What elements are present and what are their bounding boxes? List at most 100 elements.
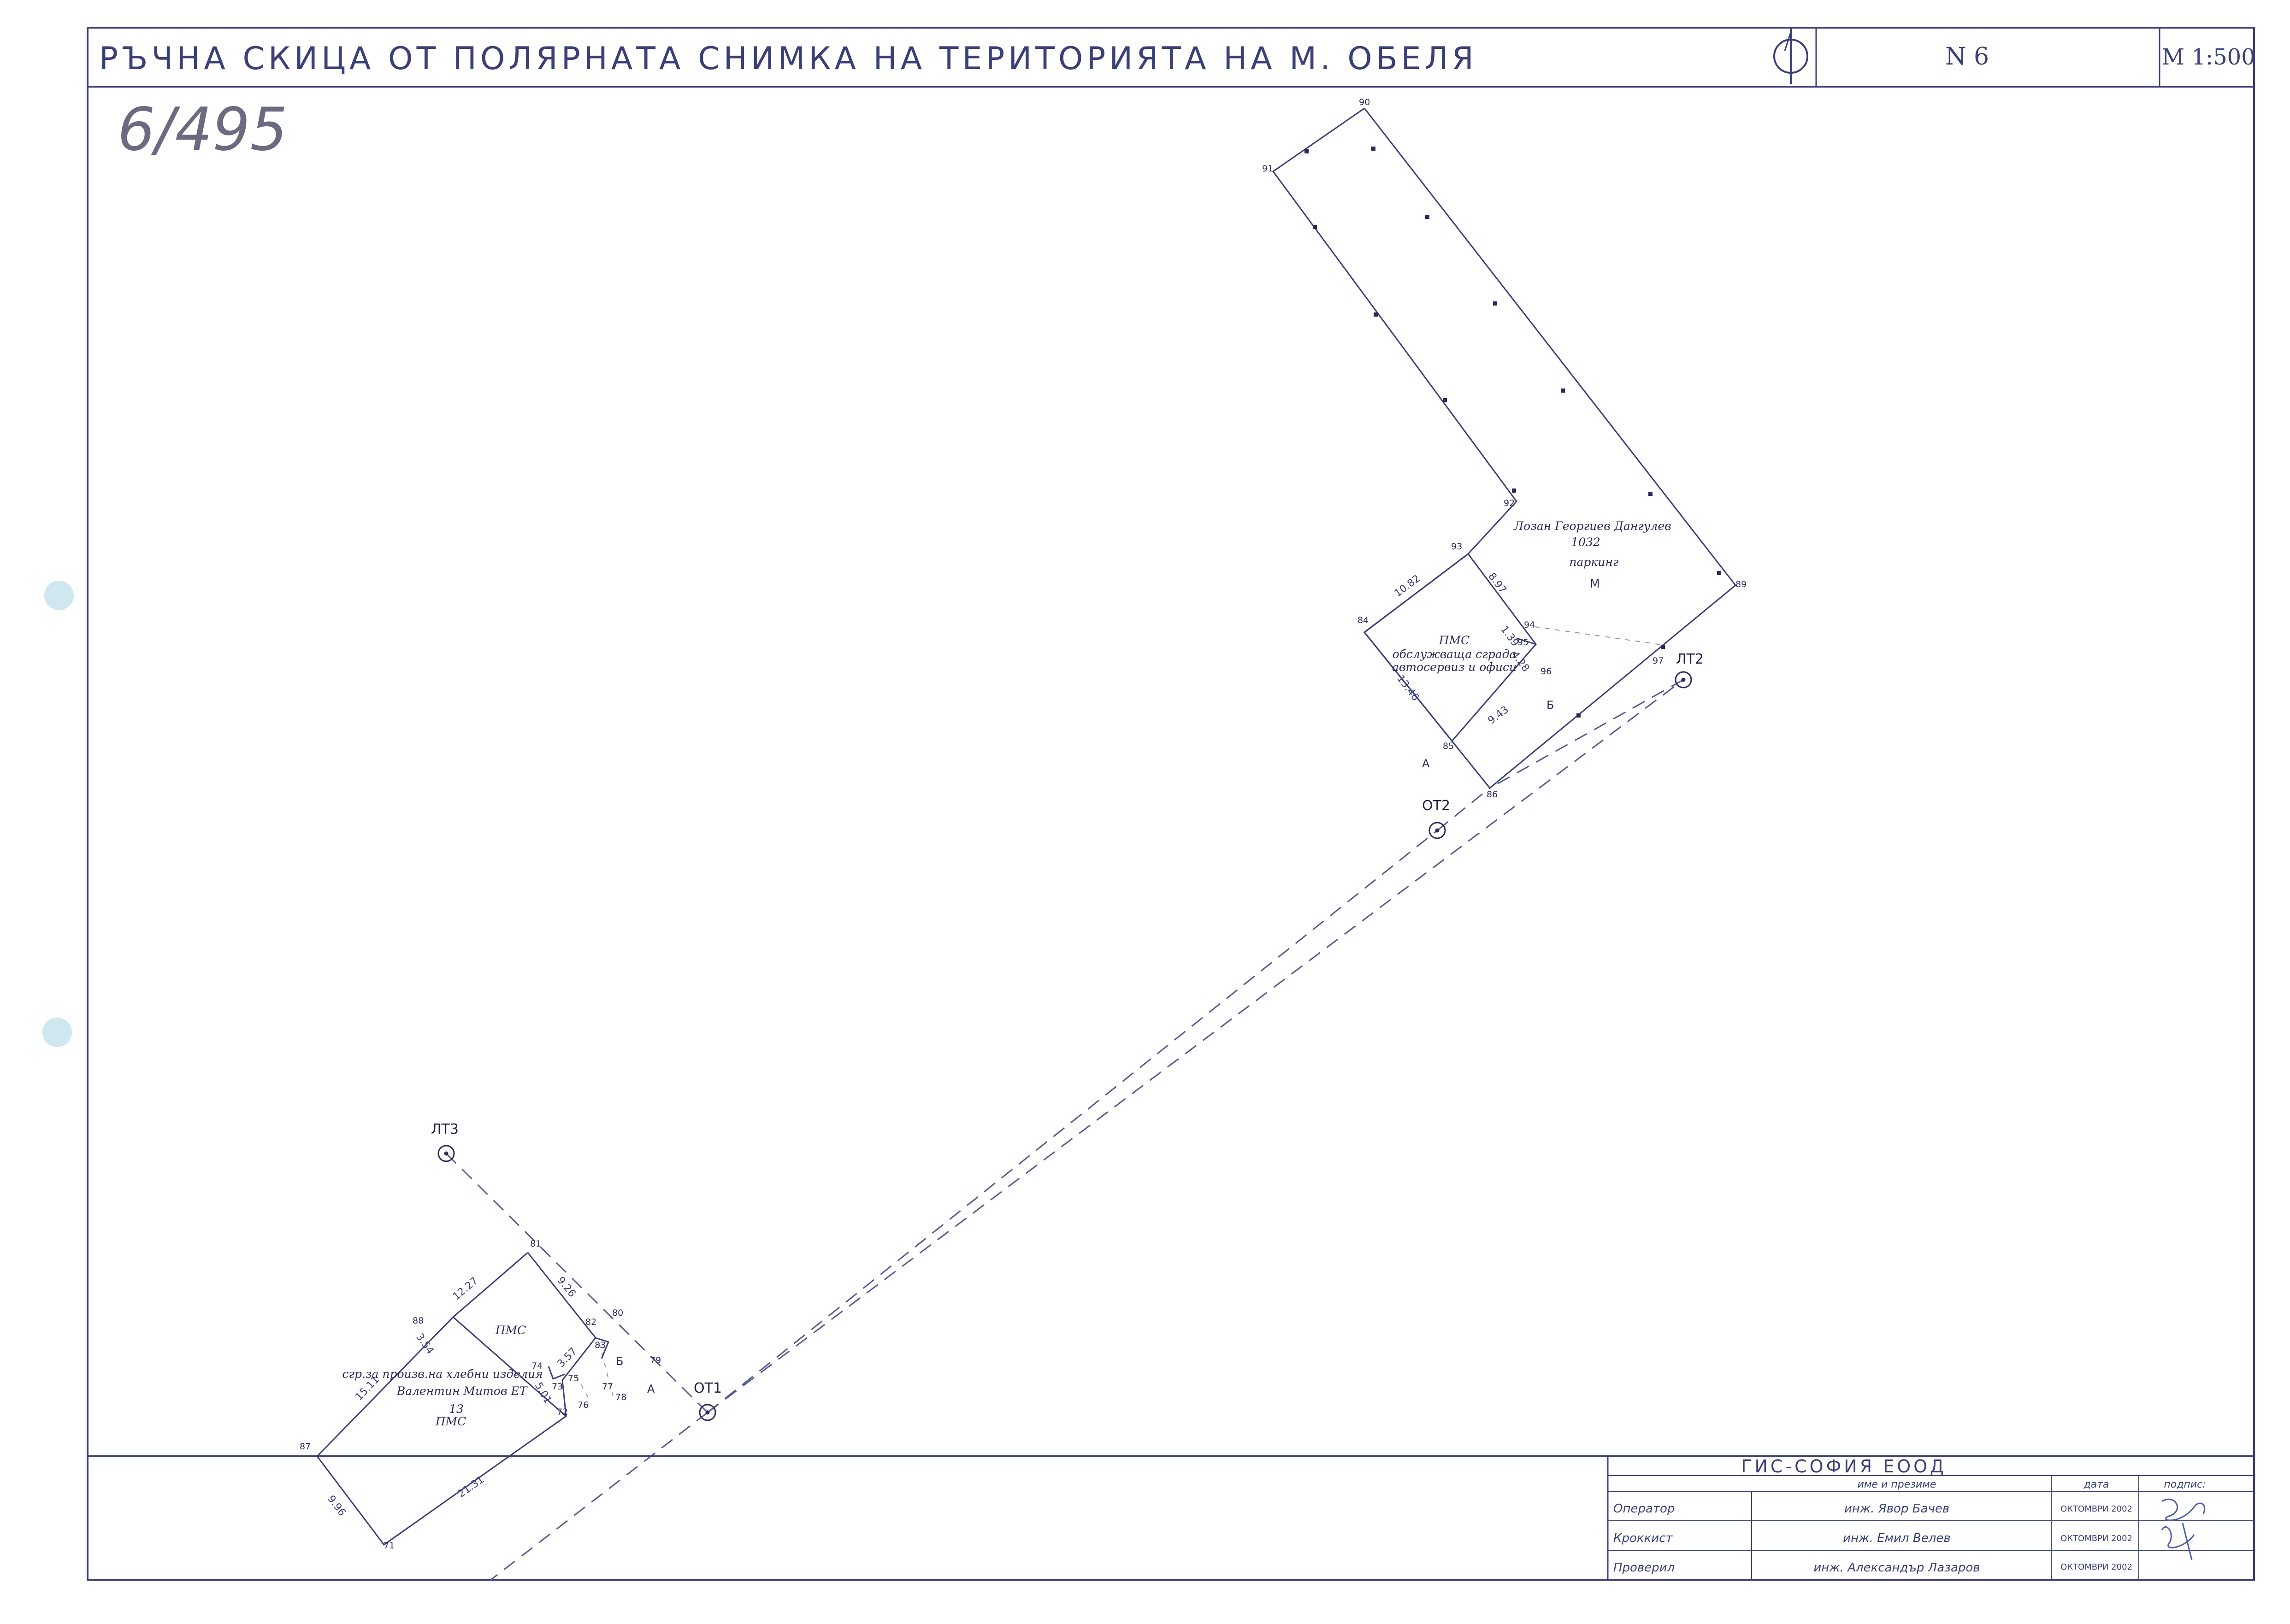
col-sign-header: подпис:: [2164, 1479, 2206, 1490]
sheet-scale: М 1:500: [2162, 44, 2255, 70]
point-76: 76: [578, 1400, 589, 1410]
point-93: 93: [1451, 541, 1462, 552]
north-letter-m: М: [1590, 577, 1600, 590]
col-name-header: име и презиме: [1858, 1479, 1936, 1490]
point-83: 83: [595, 1340, 606, 1350]
point-77: 77: [602, 1382, 613, 1392]
station-lt3-label: ЛТ3: [431, 1121, 459, 1137]
south-type-top: ПМС: [495, 1324, 526, 1337]
dim-88-inner: 3.54: [413, 1331, 436, 1356]
title-block: ГИС-СОФИЯ ЕООД име и презиме дата подпис…: [1607, 1455, 2255, 1581]
handwritten-reference: 6/495: [118, 95, 288, 164]
company-name: ГИС-СОФИЯ ЕООД: [1741, 1456, 1946, 1477]
north-parcel-number: 1032: [1571, 535, 1600, 549]
dim-85-96: 9.43: [1486, 704, 1511, 726]
north-zone-b: Б: [1546, 699, 1554, 712]
point-91: 91: [1262, 164, 1273, 174]
south-inner-line: [453, 1316, 567, 1417]
north-parcel-text: Лозан Георгиев Дангулев 1032 паркинг М П…: [1392, 519, 1671, 674]
date-sketcher: ОКТОМВРИ 2002: [2060, 1534, 2132, 1543]
point-94: 94: [1524, 620, 1535, 630]
station-ot2-label: ОТ2: [1422, 798, 1450, 814]
point-89: 89: [1735, 579, 1747, 589]
station-lt2-icon: [1675, 671, 1692, 688]
dim-83-74: 3.57: [555, 1346, 579, 1370]
name-operator: инж. Явор Бачев: [1844, 1502, 1949, 1516]
point-85: 85: [1443, 741, 1454, 751]
south-zone-a: А: [647, 1383, 655, 1395]
dim-93-94: 8.97: [1486, 571, 1508, 596]
point-84: 84: [1357, 615, 1369, 625]
north-arrow-icon: [1773, 29, 1808, 84]
point-73: 73: [552, 1382, 563, 1392]
station-labels: ЛТ3 ОТ1 ОТ2 ЛТ2: [431, 651, 1704, 1396]
station-lt3-icon: [437, 1145, 455, 1162]
point-88: 88: [413, 1316, 424, 1326]
traverse-lt2-86: [1489, 679, 1684, 789]
punch-hole-bottom: [42, 1018, 72, 1047]
point-79: 79: [650, 1355, 661, 1365]
signature-scribble: [2161, 1498, 2206, 1560]
role-sketcher: Кроккист: [1613, 1531, 1673, 1545]
drawing-frame: [87, 27, 2255, 1581]
traverse-ot2-86: [1437, 787, 1490, 831]
station-ot2-icon: [1428, 822, 1446, 839]
point-74: 74: [531, 1361, 543, 1371]
dim-84-85: 13.46: [1394, 673, 1421, 703]
header-strip: РЪЧНА СКИЦА ОТ ПОЛЯРНАТА СНИМКА НА ТЕРИТ…: [88, 28, 2255, 88]
north-building-type: ПМС: [1439, 634, 1470, 647]
south-parcel-number: 13: [449, 1402, 464, 1416]
north-building-desc2: автосервиз и офиси: [1392, 660, 1517, 674]
north-owner: Лозан Георгиев Дангулев: [1513, 519, 1671, 533]
punch-hole-top: [44, 581, 74, 610]
point-81: 81: [530, 1239, 541, 1249]
role-checker: Проверил: [1613, 1561, 1675, 1575]
south-lean-to: [595, 1337, 610, 1359]
name-checker: инж. Александър Лазаров: [1813, 1561, 1980, 1575]
north-zone-a: А: [1422, 757, 1430, 770]
survey-stations: [437, 671, 1692, 1421]
point-82: 82: [585, 1317, 596, 1327]
point-72: 72: [557, 1407, 568, 1417]
south-owner: Валентин Митов ЕТ: [396, 1384, 528, 1398]
date-checker: ОКТОМВРИ 2002: [2060, 1562, 2132, 1572]
dim-87-71: 9.96: [325, 1494, 348, 1518]
north-parcel-use: паркинг: [1569, 555, 1619, 569]
traverse-lines: [445, 679, 1684, 1581]
traverse-ot1-ot2: [707, 830, 1438, 1413]
point-95: 95: [1517, 637, 1529, 647]
col-date-header: дата: [2083, 1479, 2109, 1490]
station-ot1-icon: [699, 1404, 716, 1421]
dim-72-71: 21.31: [456, 1474, 486, 1500]
point-86: 86: [1487, 789, 1498, 800]
north-parcel-boundary: [1272, 107, 1737, 789]
south-point-labels: 81 80 82 83 79 88 74 73 75 77 78 76 72 8…: [300, 1239, 661, 1551]
sheet-title: РЪЧНА СКИЦА ОТ ПОЛЯРНАТА СНИМКА НА ТЕРИТ…: [99, 41, 1477, 77]
station-lt2-label: ЛТ2: [1676, 651, 1704, 667]
point-78: 78: [615, 1392, 626, 1402]
role-operator: Оператор: [1613, 1502, 1675, 1516]
point-97: 97: [1653, 656, 1664, 666]
north-parcel-ticks: [1304, 147, 1721, 718]
south-type-bottom: ПМС: [435, 1415, 466, 1428]
traverse-ot1-lt2: [707, 679, 1684, 1413]
sheet-number: N 6: [1945, 43, 1989, 71]
traverse-ot1-south: [490, 1412, 708, 1581]
point-96: 96: [1540, 666, 1552, 677]
dim-88-81: 12.27: [451, 1275, 480, 1303]
south-parcel-boundary: [316, 1252, 596, 1546]
dim-93-84: 10.82: [1393, 573, 1422, 600]
traverse-ot1-lt3: [445, 1153, 708, 1413]
station-ot1-label: ОТ1: [694, 1380, 722, 1396]
point-71: 71: [384, 1541, 395, 1551]
point-80: 80: [612, 1308, 623, 1318]
south-parcel: [316, 1252, 610, 1546]
point-92: 92: [1504, 498, 1515, 508]
name-sketcher: инж. Емил Велев: [1843, 1531, 1950, 1545]
point-75: 75: [568, 1373, 579, 1383]
point-90: 90: [1359, 97, 1370, 107]
south-annex: [548, 1366, 565, 1380]
south-building-desc: сгр.за произв.на хлебни изделия: [342, 1367, 543, 1381]
point-87: 87: [300, 1442, 311, 1452]
